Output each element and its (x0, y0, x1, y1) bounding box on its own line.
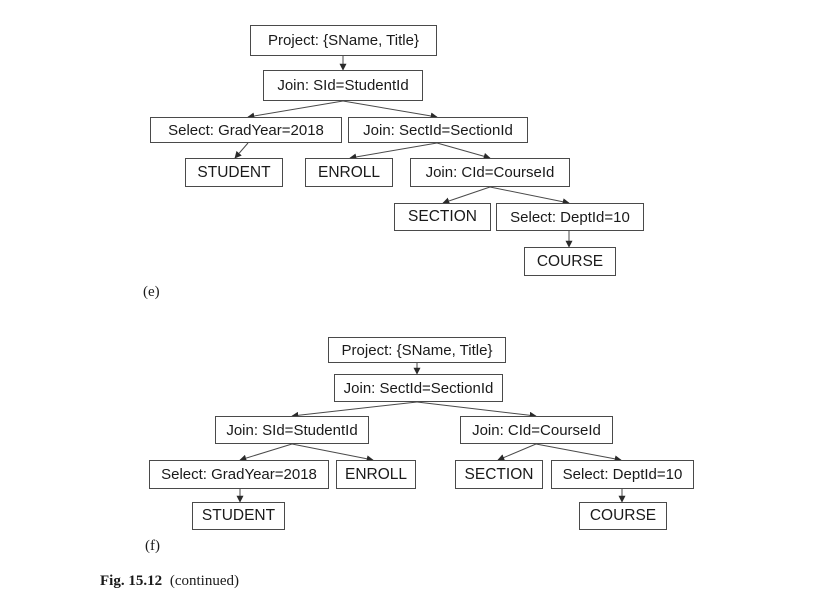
e-section-node: SECTION (394, 203, 491, 231)
edge-e-join-sectid-join-cid (436, 142, 491, 160)
e-select-deptid-node: Select: DeptId=10 (496, 203, 644, 231)
figure-caption-text: (continued) (169, 573, 239, 589)
edge-e-join-cid-section (442, 186, 491, 205)
e-student-node: STUDENT (185, 158, 283, 187)
edge-f-join-sectid-join-cid (416, 401, 537, 419)
edge-f-join-cid-section (497, 443, 537, 461)
diagram-f-label: (f) (145, 538, 160, 554)
e-join-sid-node: Join: SId=StudentId (263, 70, 423, 101)
edge-e-select-student (234, 142, 249, 159)
f-project-node: Project: {SName, Title} (328, 337, 506, 363)
e-select-gradyear-node: Select: GradYear=2018 (150, 117, 342, 143)
edge-e-join-sectid-enroll (349, 142, 438, 161)
e-join-sectid-node: Join: SectId=SectionId (348, 117, 528, 143)
f-join-sid-node: Join: SId=StudentId (215, 416, 369, 444)
f-join-sectid-node: Join: SectId=SectionId (334, 374, 503, 402)
e-course-node: COURSE (524, 247, 616, 276)
e-join-cid-node: Join: CId=CourseId (410, 158, 570, 187)
diagram-e-label: (e) (143, 284, 160, 300)
f-join-cid-node: Join: CId=CourseId (460, 416, 613, 444)
edge-f-join-sectid-join-sid (291, 401, 418, 419)
f-select-deptid-node: Select: DeptId=10 (551, 460, 694, 489)
f-enroll-node: ENROLL (336, 460, 416, 489)
edge-e-join-cid-select-dept (489, 186, 570, 206)
figure-caption: Fig. 15.12 (continued) (100, 573, 239, 590)
f-select-gradyear-node: Select: GradYear=2018 (149, 460, 329, 489)
edge-f-join-sid-enroll (291, 443, 374, 463)
edge-e-join-sid-select (247, 100, 344, 120)
e-project-node: Project: {SName, Title} (250, 25, 437, 56)
edge-f-join-cid-select-dept (535, 443, 622, 463)
figure-number: Fig. 15.12 (100, 573, 163, 589)
f-course-node: COURSE (579, 502, 667, 530)
edge-e-join-sid-join-sectid (342, 100, 438, 120)
e-enroll-node: ENROLL (305, 158, 393, 187)
edge-f-join-sid-select (239, 443, 293, 462)
f-student-node: STUDENT (192, 502, 285, 530)
f-section-node: SECTION (455, 460, 543, 489)
